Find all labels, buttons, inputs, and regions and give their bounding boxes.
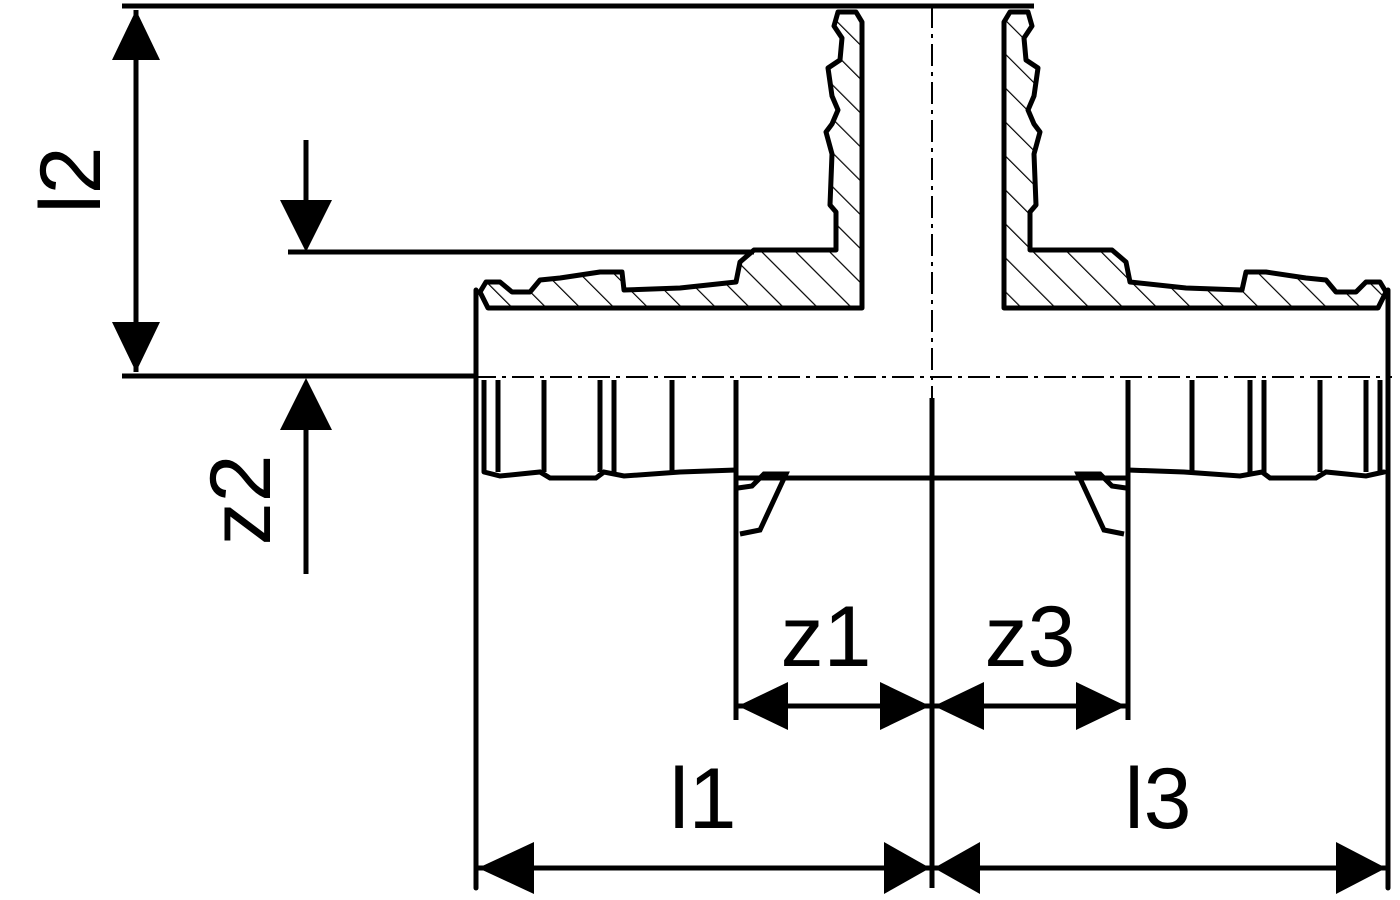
z1-arrow-left (738, 682, 788, 730)
extension-lines (122, 249, 1131, 888)
z1-arrow-right (880, 682, 930, 730)
z3-arrow-right (1076, 682, 1126, 730)
l2-arrow-bottom (112, 322, 160, 372)
label-z2: z2 (193, 455, 289, 546)
l3-arrow-right (1336, 842, 1386, 894)
right-branch-wall (1001, 9, 1389, 311)
barb-ribs (481, 380, 1383, 538)
label-z3: z3 (985, 589, 1076, 685)
left-barb-ribs (481, 380, 739, 538)
z3-arrow-left (934, 682, 984, 730)
left-branch-wall (477, 9, 865, 311)
label-l1: l1 (670, 751, 737, 847)
l3-arrow-left (934, 842, 980, 894)
dimension-labels: l2 z2 z1 z3 l1 l3 (23, 147, 1191, 847)
fitting-wall-section (477, 9, 1389, 311)
z2-inner-arrow-head (280, 200, 332, 252)
body-outline (473, 287, 1391, 891)
label-l3: l3 (1125, 751, 1192, 847)
z2-arrow-head (280, 378, 332, 430)
l2-arrow-top (112, 10, 160, 60)
center-lines (474, 6, 1392, 400)
label-l2: l2 (23, 147, 119, 214)
l1-arrow-left (478, 842, 534, 894)
l1-arrow-right (884, 842, 930, 894)
right-bore-chamfer (1074, 471, 1127, 537)
dimension-lines (112, 10, 1386, 894)
right-barb-ribs (1125, 380, 1383, 538)
left-bore-chamfer (737, 471, 790, 537)
lower-run-surface (481, 467, 1387, 481)
label-z1: z1 (781, 589, 872, 685)
